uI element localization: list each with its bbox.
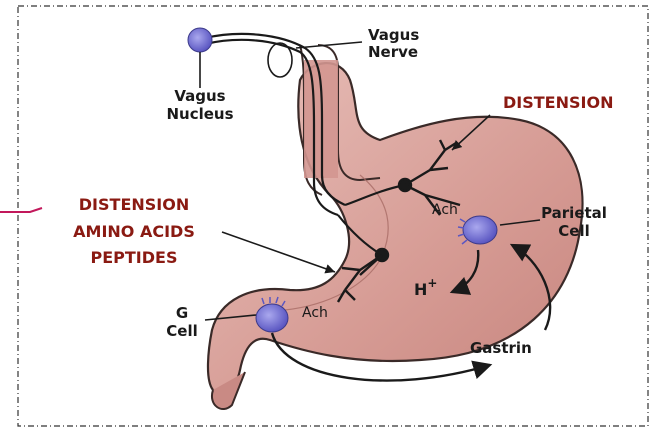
label-g-cell-2: Cell [166, 322, 197, 340]
label-vagus-nucleus-2: Nucleus [166, 105, 233, 123]
label-gastrin: Gastrin [470, 339, 532, 357]
label-stimuli-1: DISTENSION [79, 195, 189, 214]
label-vagus-nerve-2: Nerve [368, 43, 418, 61]
nerve-sheath-ring [268, 43, 292, 77]
label-parietal-1: Parietal [541, 204, 607, 222]
stimuli-arrow [222, 232, 335, 272]
label-vagus-nerve-1: Vagus [368, 26, 419, 44]
label-stimuli-2: AMINO ACIDS [73, 222, 195, 241]
label-ach-upper: Ach [432, 202, 458, 218]
label-vagus-nucleus-1: Vagus [174, 87, 225, 105]
vagus-nucleus-cell [188, 28, 212, 52]
pink-pointer-line [0, 208, 42, 212]
label-parietal-2: Cell [558, 222, 589, 240]
label-distension-top: DISTENSION [503, 93, 613, 112]
label-stimuli-3: PEPTIDES [91, 248, 178, 267]
label-g-cell-1: G [176, 304, 188, 322]
label-ach-lower: Ach [302, 305, 328, 321]
